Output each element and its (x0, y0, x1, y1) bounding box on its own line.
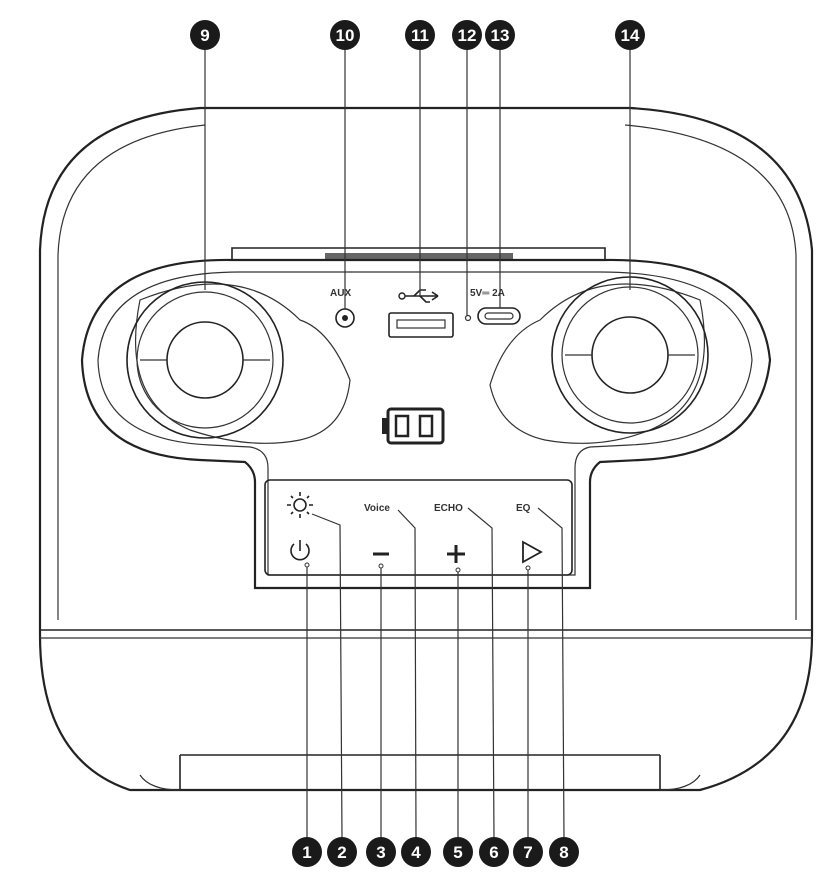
body-contour-right (624, 124, 797, 620)
leader-end-dots (304, 562, 531, 573)
power-rating-label: 5V═ 2A (470, 288, 505, 299)
control-panel (264, 479, 573, 576)
svg-text:14: 14 (621, 26, 640, 45)
svg-text:9: 9 (200, 26, 209, 45)
leader-lines (204, 45, 631, 839)
svg-text:2: 2 (337, 843, 346, 862)
callout-5: 5 (443, 837, 473, 867)
callout-4: 4 (401, 837, 431, 867)
echo-label: ECHO (434, 503, 463, 514)
plus-icon[interactable] (447, 545, 465, 563)
top-panel-inner (97, 271, 753, 576)
base-foot-corners (139, 774, 701, 791)
svg-text:4: 4 (411, 843, 421, 862)
micro-usb-port[interactable] (477, 307, 521, 325)
callout-9: 9 (190, 20, 220, 50)
svg-text:7: 7 (523, 843, 532, 862)
callout-6: 6 (479, 837, 509, 867)
usb-port-tongue (396, 319, 446, 329)
svg-text:5: 5 (453, 843, 462, 862)
left-speaker-knob (126, 281, 351, 444)
svg-text:13: 13 (491, 26, 510, 45)
light-icon[interactable] (287, 492, 313, 518)
svg-text:12: 12 (458, 26, 477, 45)
callout-3: 3 (366, 837, 396, 867)
micro-usb-inner (484, 312, 514, 320)
svg-text:8: 8 (559, 843, 568, 862)
callout-11: 11 (405, 20, 435, 50)
svg-text:11: 11 (411, 26, 429, 45)
voice-label: Voice (364, 503, 390, 514)
usb-port[interactable] (388, 312, 454, 338)
callout-1: 1 (292, 837, 322, 867)
svg-text:1: 1 (302, 843, 311, 862)
base-foot (179, 754, 661, 790)
body-contour-left (57, 124, 206, 620)
aux-label: AUX (330, 288, 351, 299)
callout-2: 2 (327, 837, 357, 867)
battery-icon (382, 407, 445, 445)
svg-text:6: 6 (489, 843, 498, 862)
charging-led (464, 314, 472, 322)
svg-text:3: 3 (376, 843, 385, 862)
play-icon[interactable] (522, 540, 543, 564)
callout-12: 12 (452, 20, 482, 50)
callout-8: 8 (549, 837, 579, 867)
callout-7: 7 (513, 837, 543, 867)
power-icon[interactable] (290, 540, 310, 561)
eq-label: EQ (516, 503, 531, 514)
callout-10: 10 (330, 20, 360, 50)
callout-14: 14 (615, 20, 645, 50)
svg-text:10: 10 (336, 26, 355, 45)
callout-13: 13 (485, 20, 515, 50)
